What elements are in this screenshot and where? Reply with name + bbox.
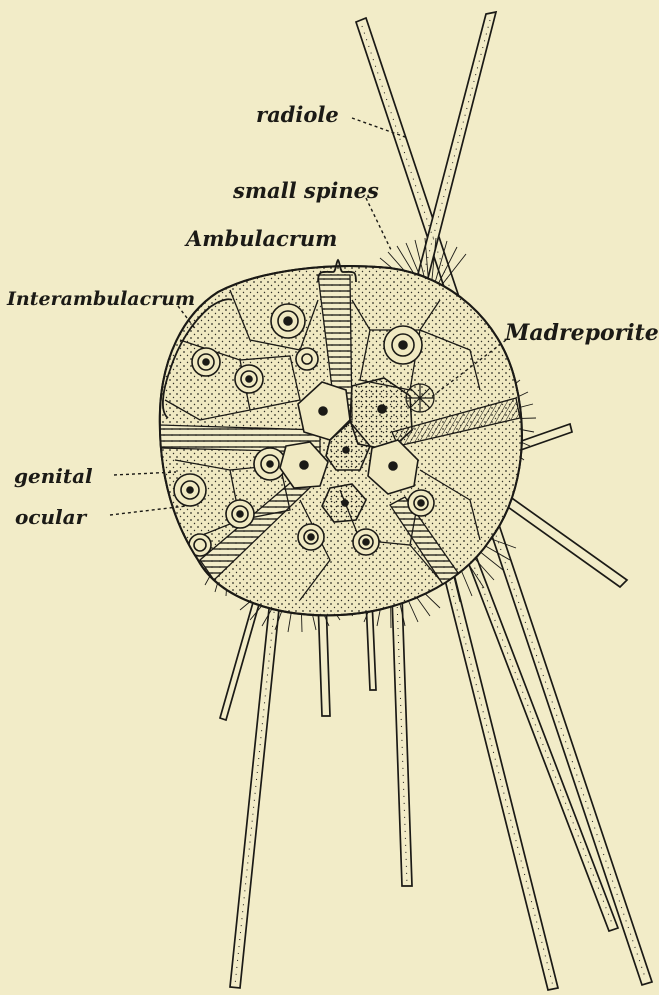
small-spines-leader [366, 198, 392, 252]
label-ambulacrum: Ambulacrum [186, 228, 337, 249]
radiole-spine-e [452, 517, 618, 931]
radiole-spine-k [220, 592, 262, 720]
label-genital: genital [14, 466, 93, 486]
madreporite-rosette [406, 384, 434, 412]
radiole-spine-b [418, 12, 496, 278]
label-madreporite: Madreporite [505, 322, 659, 344]
label-small-spines: small spines [233, 180, 379, 201]
label-interambulacrum: Interambulacrum [7, 290, 195, 309]
radiole-spine-i [230, 580, 282, 988]
radiole-spine-h [392, 596, 412, 886]
label-radiole: radiole [256, 104, 339, 125]
radiole-spine-j [318, 600, 330, 716]
label-ocular: ocular [15, 507, 86, 527]
